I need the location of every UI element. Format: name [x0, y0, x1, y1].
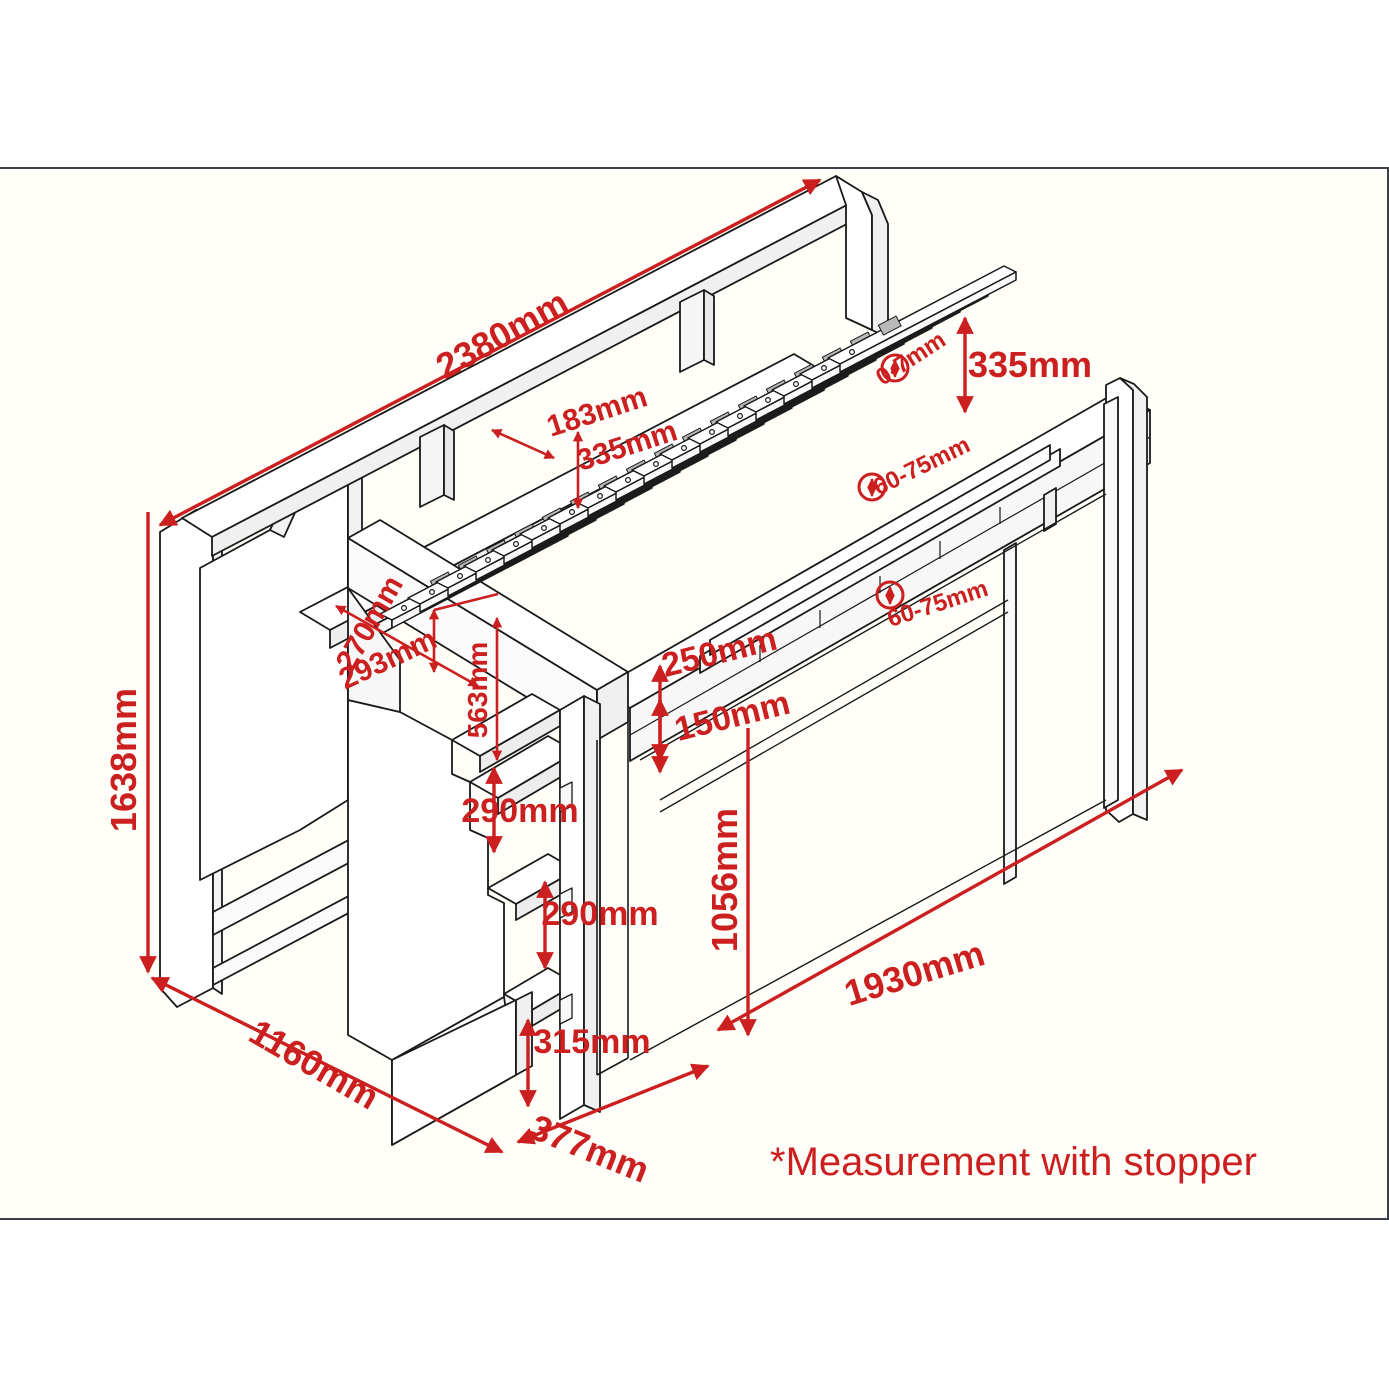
dimension-label-under-bed-clearance: 1056mm [704, 808, 745, 952]
mattress-symbols [857, 353, 910, 610]
mattress-thickness-symbol-top-icon [857, 472, 887, 502]
sheet-right-border [1387, 167, 1389, 1220]
clearance-symbol-icon [880, 353, 910, 383]
right-front-leg [1103, 396, 1119, 809]
dimline-shelf-depth [491, 428, 555, 460]
dimension-label-stair-width: 377mm [524, 1106, 654, 1191]
headboard-right-post [835, 175, 889, 339]
dimension-label-step-rise-2: 290mm [541, 895, 658, 933]
footnote-measurement-with-stopper: *Measurement with stopper [770, 1140, 1257, 1184]
dimline-overall-width [150, 976, 504, 1154]
dimline-stair-width [516, 1063, 710, 1145]
middle-support-leg [1003, 542, 1017, 885]
dimline-overall-length [158, 178, 822, 527]
dimension-label-bottom-step-rise: 315mm [533, 1023, 650, 1061]
stair-notches [559, 781, 573, 1025]
dimension-label-guardrail-height: 335mm [968, 344, 1092, 385]
dimension-label-stair-total-rise: 563mm [462, 642, 493, 739]
dimension-lines [139, 178, 1184, 1154]
dimension-label-total-height: 1638mm [103, 688, 144, 832]
mattress-thickness-symbol-bottom-icon [875, 580, 905, 610]
dimension-label-overall-depth-lower: 1930mm [839, 932, 989, 1013]
dimline-step-tread [335, 604, 479, 688]
dimline-overall-depth [716, 768, 1184, 1032]
far-side-guard-rail [699, 444, 1061, 674]
bed-line-art [159, 175, 1151, 1146]
dimension-label-step-rise-1: 290mm [461, 792, 578, 830]
floor-lines [629, 799, 1107, 1061]
